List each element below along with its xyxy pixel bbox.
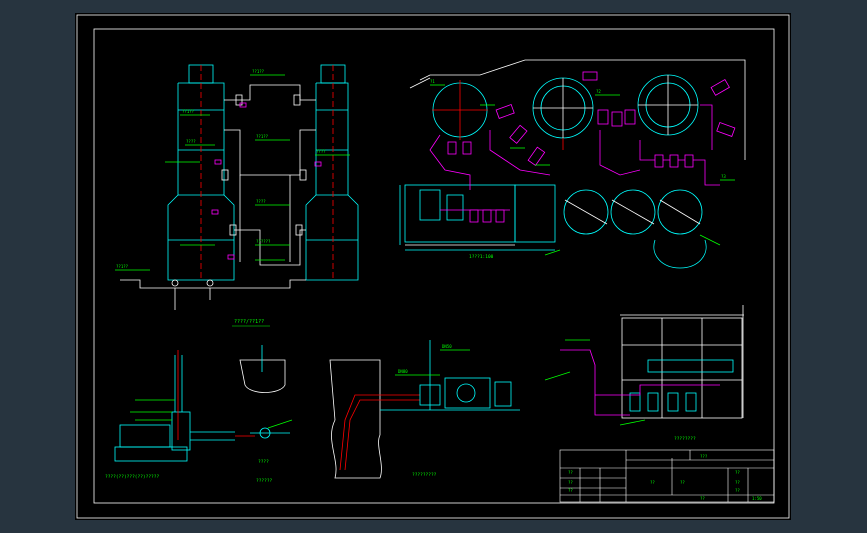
title-row1-c: ?? — [568, 488, 573, 493]
plan-dims — [399, 185, 555, 251]
plan-leaders — [430, 84, 735, 256]
plan-view — [399, 59, 746, 269]
elevation-view-caption: ????/??1?? — [234, 319, 264, 325]
elevation-tags — [211, 102, 322, 260]
title-row3-b: ?? — [735, 480, 740, 485]
nozzle-detail-caption: ?????? — [256, 478, 273, 484]
pump-room-caption: ???????? — [674, 436, 696, 442]
title-row2-a: ?? — [650, 480, 655, 485]
title-scale-label: ??? — [700, 454, 708, 459]
small-detail-caption: ???? — [258, 459, 269, 465]
title-row3-a: ?? — [735, 470, 740, 475]
nozzle-detail — [239, 345, 293, 439]
pump-room-section — [544, 305, 744, 426]
inlet-tag-1: DN50 — [442, 344, 452, 349]
title-sheet: 1:50 — [752, 496, 762, 501]
right-scrubber-tower — [305, 64, 359, 281]
pump-body — [114, 355, 235, 462]
tag-label-4: ??1?? — [256, 134, 269, 139]
sheet-border-inner — [93, 28, 775, 504]
title-row3-c: ?? — [735, 488, 740, 493]
pump-detail — [114, 350, 255, 462]
inlet-detail-caption: ????????? — [412, 472, 437, 478]
sheet-background — [75, 13, 791, 520]
title-row1-a: ?? — [568, 470, 573, 475]
tag-label-6: ?????? — [256, 239, 271, 244]
tower-elevation-view — [115, 64, 359, 310]
plan-tag-1: ?1 — [430, 79, 435, 84]
elevation-leaders — [115, 74, 350, 271]
plan-pipes-red — [432, 80, 564, 150]
sheet-border-outer — [76, 14, 790, 519]
plan-tag-3: ?3 — [721, 174, 726, 179]
elevation-valves — [171, 94, 307, 287]
plan-tag-2: ?2 — [596, 89, 601, 94]
title-row1-b: ?? — [568, 480, 573, 485]
plan-outline — [409, 59, 746, 160]
pump-leaders — [130, 399, 175, 421]
tag-label-7: ???? — [316, 149, 326, 154]
inlet-detail — [329, 340, 520, 479]
tag-label-2: ??1?? — [182, 109, 195, 114]
title-block — [559, 449, 775, 503]
plan-equipment — [447, 71, 736, 223]
tag-label-5: ???? — [256, 199, 266, 204]
tag-label-8: ??1?? — [116, 264, 129, 269]
tag-label-1: ??1?? — [252, 69, 265, 74]
title-drawing-no: ?? — [700, 496, 705, 501]
inlet-tag-2: DN80 — [398, 369, 408, 374]
tag-label-3: ???? — [186, 139, 196, 144]
title-row2-b: ?? — [680, 480, 685, 485]
pump-pipe — [177, 350, 255, 440]
pump-detail-caption: ????(??)???(??)????? — [105, 474, 159, 480]
left-scrubber-tower — [167, 64, 235, 281]
inter-tower-piping — [120, 84, 316, 310]
plan-view-caption: 1???1:100 — [469, 254, 494, 260]
plan-cross-lines — [405, 75, 701, 246]
